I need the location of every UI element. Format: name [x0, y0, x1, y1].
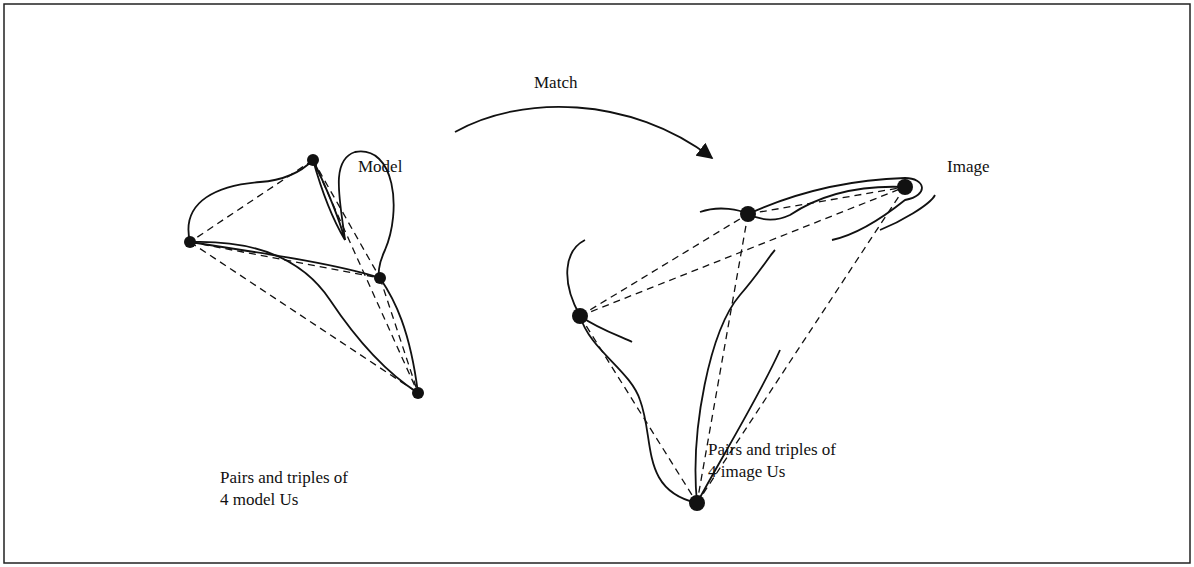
caption-note: Pairs and triples of 4 image Us: [708, 439, 842, 483]
model-points: [184, 154, 424, 399]
image-contour: [567, 178, 935, 503]
match-arrow: [455, 107, 712, 158]
model-contour: [188, 151, 418, 393]
image-dashed-links: [580, 187, 905, 503]
figure-label: Model: [358, 156, 402, 178]
model-dashed-links: [190, 160, 418, 393]
frame: [4, 4, 1190, 563]
image-points: [572, 179, 913, 511]
caption-note: Pairs and triples of 4 model Us: [220, 467, 354, 511]
arrow-label: Match: [532, 72, 579, 94]
figure-label: Image: [947, 156, 989, 178]
